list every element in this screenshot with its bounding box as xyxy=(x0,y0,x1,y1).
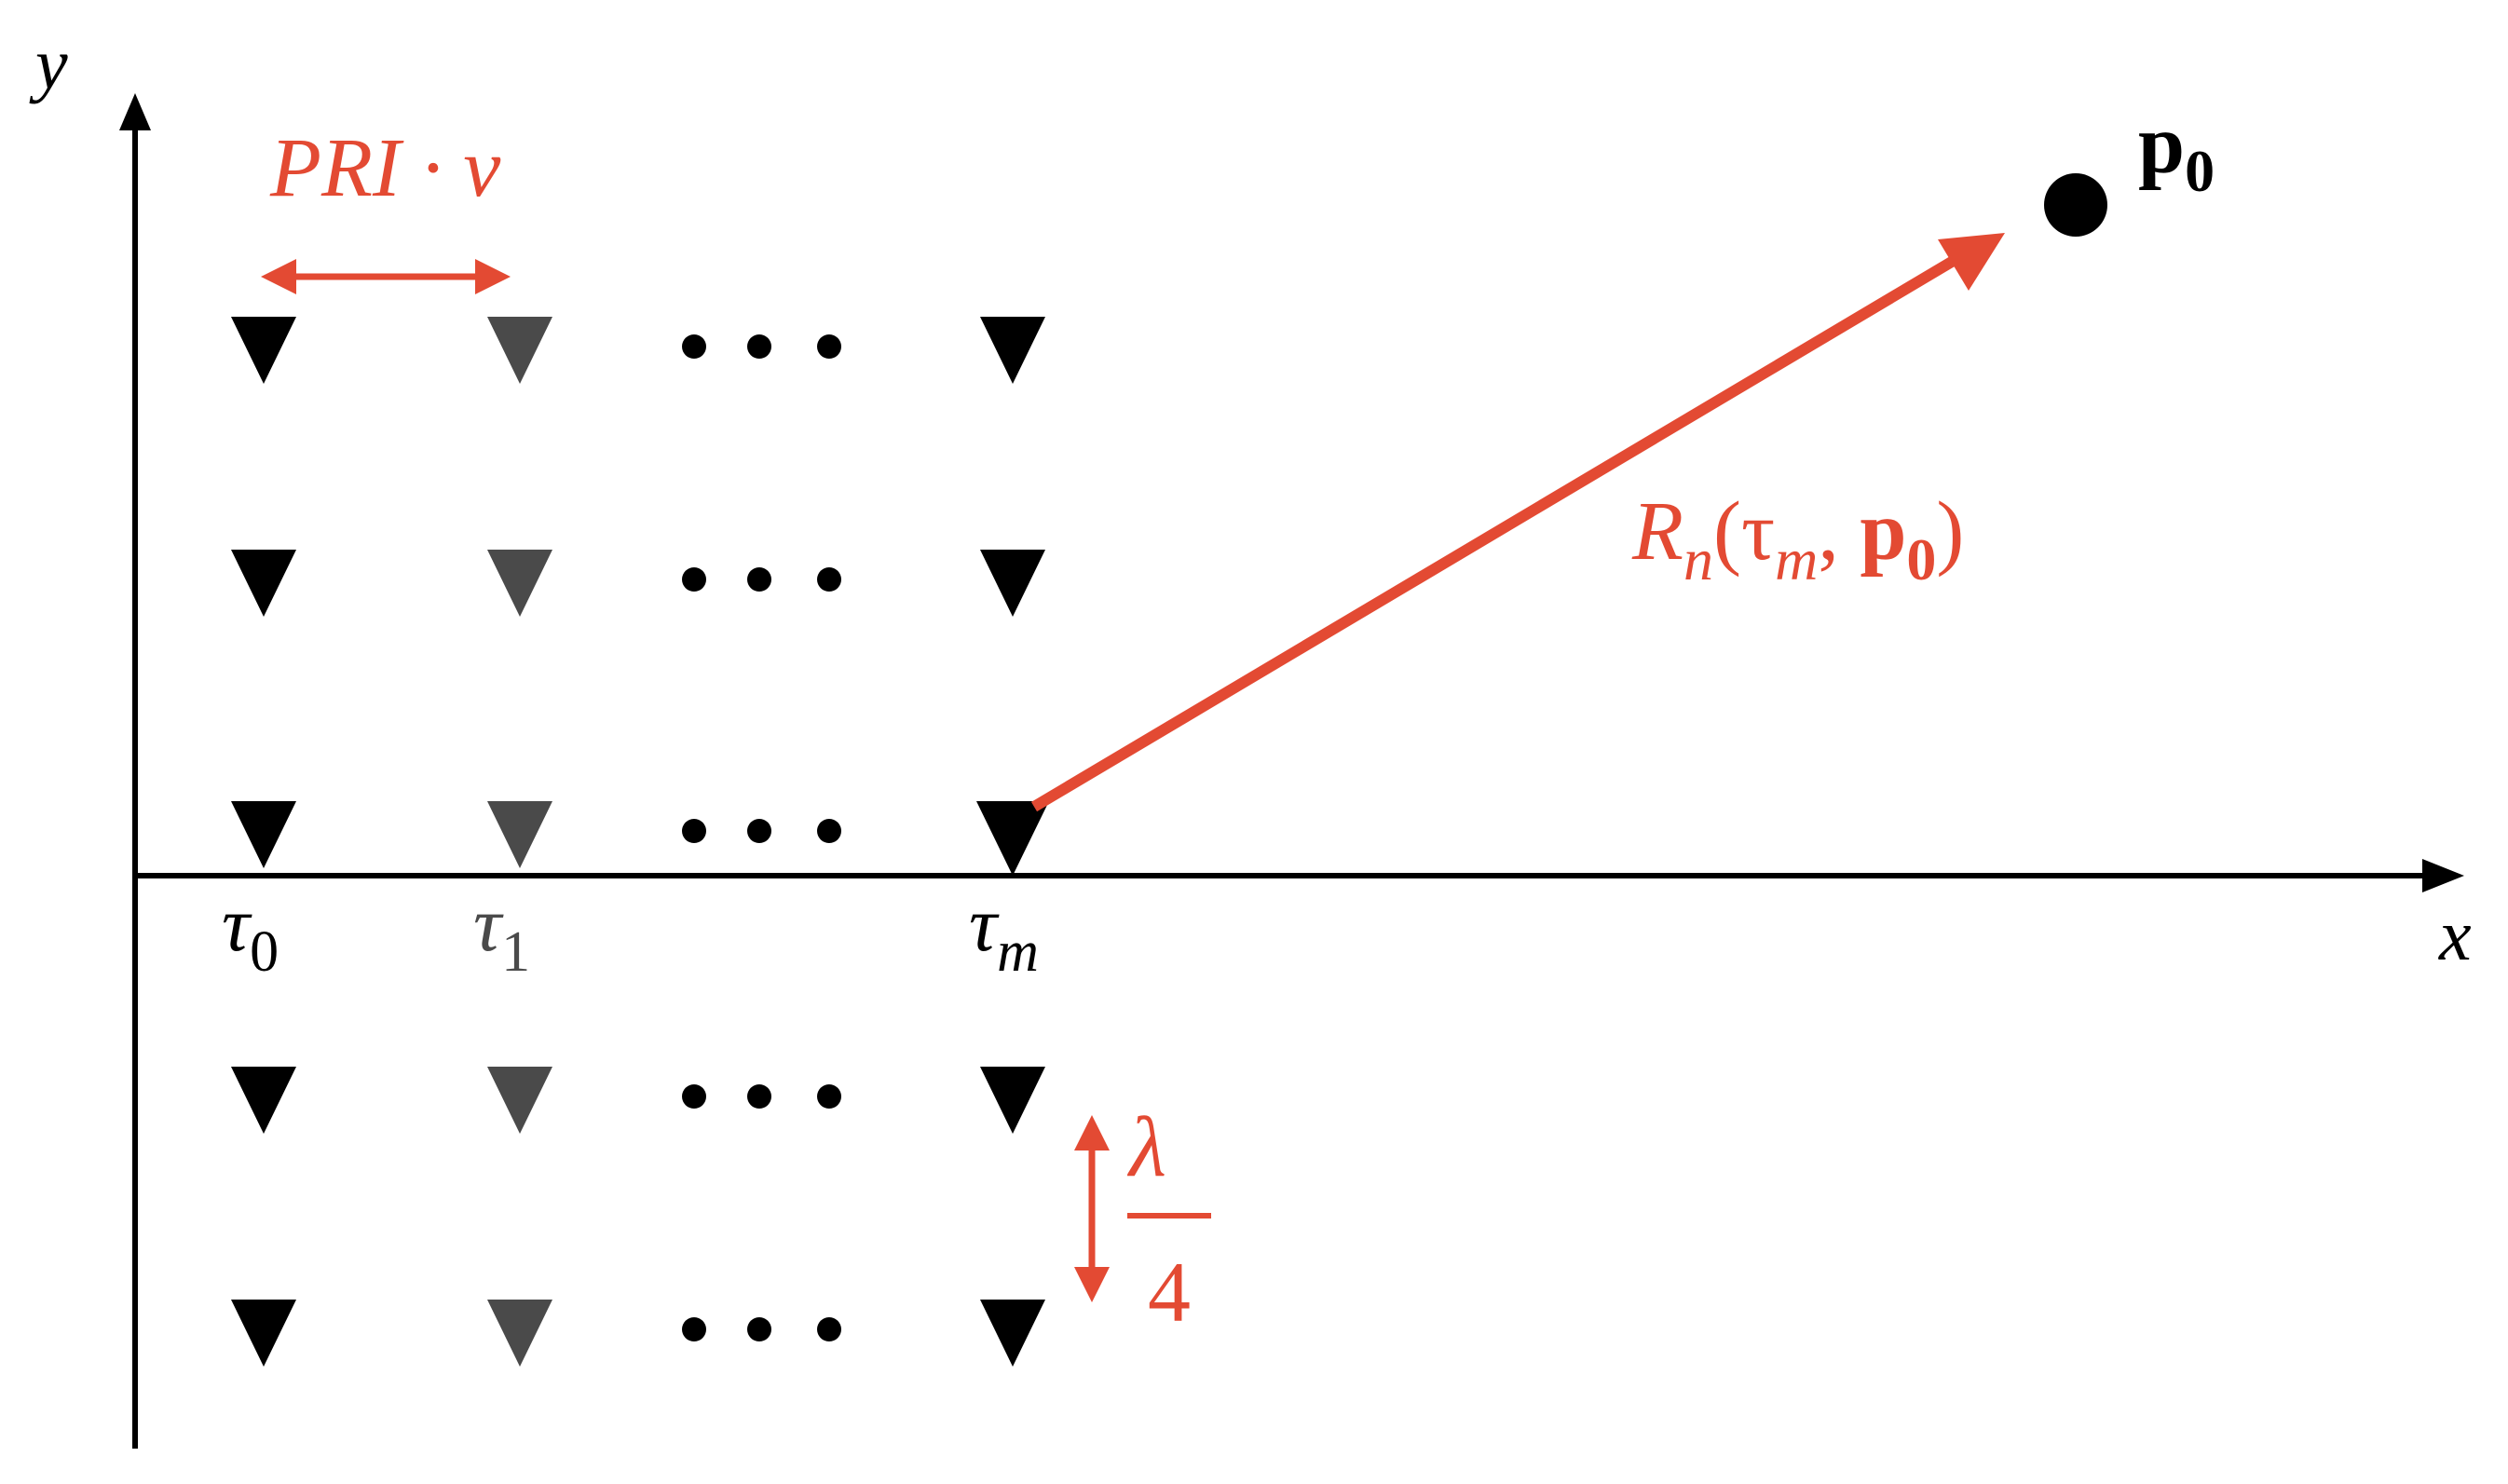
antenna-marker-r1-c0 xyxy=(231,550,296,617)
y-axis-label: y xyxy=(29,23,68,104)
antenna-marker-r1-c1 xyxy=(487,550,552,617)
ellipsis-dot-r4-0 xyxy=(682,1317,706,1341)
lambda-arrowhead-top xyxy=(1074,1115,1110,1150)
pri-arrowhead-right xyxy=(475,259,511,294)
ellipsis-dot-r3-1 xyxy=(747,1084,771,1109)
lambda-arrowhead-bottom xyxy=(1074,1267,1110,1302)
target-point-label: p0 xyxy=(2138,99,2215,204)
target-point: p0 xyxy=(2044,99,2215,237)
lambda-spacing-annotation: λ 4 xyxy=(1074,1099,1211,1340)
tau-m-label: τm xyxy=(969,881,1039,984)
antenna-marker-r4-c2 xyxy=(980,1300,1045,1367)
antenna-marker-r4-c0 xyxy=(231,1300,296,1367)
antenna-marker-r2-c0 xyxy=(231,801,296,868)
tau-1-label: τ1 xyxy=(473,881,530,984)
ellipsis-dot-r0-2 xyxy=(817,334,841,359)
antenna-marker-r4-c1 xyxy=(487,1300,552,1367)
ellipsis-dot-r1-0 xyxy=(682,567,706,592)
axes: y x xyxy=(29,23,2472,1449)
antenna-marker-r3-c1 xyxy=(487,1067,552,1134)
antenna-marker-r0-c2 xyxy=(980,317,1045,384)
ellipsis-dot-r2-2 xyxy=(817,819,841,843)
antenna-marker-r1-c2 xyxy=(980,550,1045,617)
ellipsis-dot-r0-0 xyxy=(682,334,706,359)
tau-labels: τ0 τ1 τm xyxy=(222,881,1039,984)
pri-v-label: PRI · v xyxy=(269,122,500,214)
ellipsis-dot-r2-0 xyxy=(682,819,706,843)
ellipsis-dot-r3-2 xyxy=(817,1084,841,1109)
x-axis-arrowhead xyxy=(2422,859,2464,892)
ellipsis-dot-r1-1 xyxy=(747,567,771,592)
lambda-numerator: λ xyxy=(1126,1099,1166,1194)
ellipsis-dot-r2-1 xyxy=(747,819,771,843)
target-point-dot xyxy=(2044,173,2107,237)
ellipsis-dot-r4-1 xyxy=(747,1317,771,1341)
antenna-marker-r2-c2 xyxy=(976,801,1049,876)
antenna-markers xyxy=(231,317,1049,1367)
antenna-marker-r3-c0 xyxy=(231,1067,296,1134)
ellipsis-dot-r1-2 xyxy=(817,567,841,592)
range-arrowhead xyxy=(1938,233,2005,291)
pri-arrowhead-left xyxy=(261,259,296,294)
antenna-marker-r0-c1 xyxy=(487,317,552,384)
antenna-marker-r3-c2 xyxy=(980,1067,1045,1134)
range-label: Rn(τm, p0) xyxy=(1631,485,1964,592)
x-axis-label: x xyxy=(2438,894,2472,975)
ellipsis-dot-r4-2 xyxy=(817,1317,841,1341)
y-axis-arrowhead xyxy=(119,93,151,130)
antenna-marker-r2-c1 xyxy=(487,801,552,868)
ellipsis-dots xyxy=(682,334,841,1341)
ellipsis-dot-r3-0 xyxy=(682,1084,706,1109)
antenna-marker-r0-c0 xyxy=(231,317,296,384)
lambda-denominator: 4 xyxy=(1148,1245,1191,1340)
pri-spacing-annotation: PRI · v xyxy=(261,122,511,294)
tau-0-label: τ0 xyxy=(222,881,279,984)
ellipsis-dot-r0-1 xyxy=(747,334,771,359)
range-arrow-shaft xyxy=(1030,248,1970,812)
range-vector: Rn(τm, p0) xyxy=(1030,233,2005,812)
